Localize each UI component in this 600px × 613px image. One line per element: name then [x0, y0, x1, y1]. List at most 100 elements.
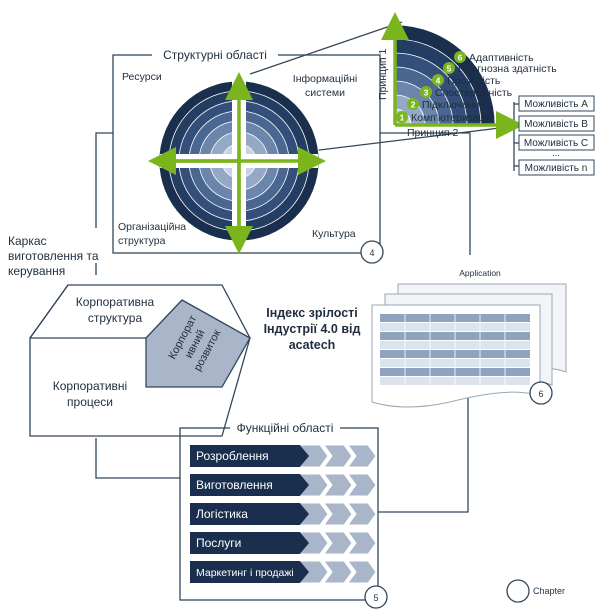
area-chevron	[347, 473, 377, 497]
area-chevron	[323, 473, 353, 497]
area-chevron	[323, 502, 353, 526]
quadrant-information-systems-1: Інформаційні	[293, 73, 357, 85]
chapter-6-number: 6	[538, 389, 543, 399]
stage-number: 5	[447, 64, 452, 74]
stage-badge	[407, 98, 419, 110]
corporate-development-panel	[145, 299, 251, 388]
framework-label-1: Каркас	[8, 234, 47, 248]
area-label: Послуги	[196, 536, 241, 550]
stage-label: Підключення	[422, 99, 485, 111]
wheel-cross	[148, 72, 326, 254]
area-label: Розроблення	[196, 449, 269, 463]
index-title-3: acatech	[289, 338, 336, 352]
capability-label: Можливість n	[525, 163, 588, 174]
capability-ellipsis: ...	[552, 148, 560, 158]
capability-label: Можливість B	[524, 119, 588, 130]
stage-4: 4 Прозорість	[432, 74, 501, 87]
structural-areas-title: Структурні області	[163, 48, 267, 62]
stage-2: 2 Підключення	[407, 98, 485, 111]
area-chevron	[347, 444, 377, 468]
framework-label-3: керування	[8, 264, 65, 278]
capability-label: Можливість A	[524, 99, 588, 110]
index-title-2: Індустрії 4.0 від	[264, 322, 361, 336]
area-chevron	[347, 531, 377, 555]
application-table	[380, 314, 530, 386]
stage-number: 6	[458, 53, 463, 63]
corporate-hexagon: Корпоративна структура Корпорат ивний ро…	[29, 284, 251, 437]
stage-badge	[443, 62, 455, 74]
area-label: Маркетинг і продажі	[196, 567, 294, 579]
stage-6: 6 Адаптивність	[454, 51, 534, 64]
area-chevron	[347, 502, 377, 526]
functional-area-row: Маркетинг і продажі	[190, 560, 377, 584]
functional-areas-title: Функційні області	[237, 421, 334, 435]
framework-label-2: виготовлення та	[8, 249, 99, 263]
chapter-4-marker	[360, 240, 384, 264]
stage-label: Спостережність	[435, 87, 513, 99]
stage-label: Прозорість	[447, 75, 501, 87]
stage-label: Комп'ютеризація	[411, 112, 492, 124]
area-label: Виготовлення	[196, 478, 273, 492]
stage-number: 2	[411, 100, 416, 110]
quadrant-information-systems-2: системи	[305, 87, 345, 99]
capabilities-list: Можливість A Можливість B Можливість C... М…	[518, 95, 595, 176]
area-chevron	[323, 531, 353, 555]
stage-number: 3	[424, 88, 429, 98]
functional-areas-list: РозробленняВиготовленняЛогістикаПослугиМ…	[190, 444, 377, 584]
stage-badge	[454, 51, 466, 63]
functional-area-row: Розроблення	[190, 444, 377, 468]
area-label-box	[190, 474, 309, 496]
quadrant-org-structure-2: структура	[118, 235, 166, 247]
corporate-structure-1: Корпоративна	[76, 295, 155, 309]
functional-area-row: Логістика	[190, 502, 377, 526]
principle-fan: Принцип 1 Принцип 2 1 Комп'ютеризація 2 Під…	[377, 12, 557, 139]
stage-3: 3 Спостережність	[420, 86, 513, 99]
functional-area-row: Виготовлення	[190, 473, 377, 497]
area-label-box	[190, 445, 309, 467]
chapter-5-marker	[364, 585, 388, 609]
area-chevron	[347, 560, 377, 584]
stage-badge	[420, 86, 432, 98]
structural-areas-panel: Структурні області Ресурси Інформаційні …	[112, 47, 384, 264]
capability-box	[518, 115, 595, 132]
stage-badge	[396, 111, 408, 123]
capability-box	[518, 95, 595, 112]
quadrant-culture: Культура	[312, 228, 356, 240]
chapter-4-number: 4	[369, 248, 374, 258]
stage-1: 1 Комп'ютеризація	[396, 111, 492, 124]
stage-label: Прогнозна здатність	[458, 63, 557, 75]
corporate-processes-2: процеси	[67, 395, 113, 409]
index-title-1: Індекс зрілості	[266, 306, 358, 320]
functional-area-row: Послуги	[190, 531, 377, 555]
chapter-legend-label: Chapter	[533, 586, 565, 596]
principle-2-label: Принцип 2	[407, 127, 459, 139]
stage-number: 1	[400, 113, 405, 123]
principle-1-label: Принцип 1	[377, 48, 389, 100]
stage-5: 5 Прогнозна здатність	[443, 62, 557, 75]
application-label: Application	[459, 268, 501, 278]
area-chevron	[323, 560, 353, 584]
area-label: Логістика	[196, 507, 248, 521]
capability-box	[518, 134, 595, 151]
quadrant-resources: Ресурси	[122, 71, 162, 83]
chapter-6-marker	[529, 381, 553, 405]
stage-badge	[432, 74, 444, 86]
corporate-processes-1: Корпоративні	[53, 379, 127, 393]
area-chevron	[323, 444, 353, 468]
chapter-5-number: 5	[373, 593, 378, 603]
chapter-legend-marker	[506, 579, 530, 603]
corporate-structure-2: структура	[88, 311, 143, 325]
area-label-box	[190, 561, 309, 583]
functional-areas-panel: Функційні області РозробленняВиготовленн…	[179, 420, 388, 609]
area-label-box	[190, 503, 309, 525]
capability-label: Можливість C	[524, 138, 588, 149]
application-documents: Application 6	[371, 268, 567, 408]
stage-number: 4	[436, 76, 441, 86]
connector-lines	[95, 21, 519, 513]
area-label-box	[190, 532, 309, 554]
stage-label: Адаптивність	[469, 52, 534, 64]
quadrant-org-structure-1: Організаційна	[118, 221, 186, 233]
capability-box	[518, 159, 595, 176]
